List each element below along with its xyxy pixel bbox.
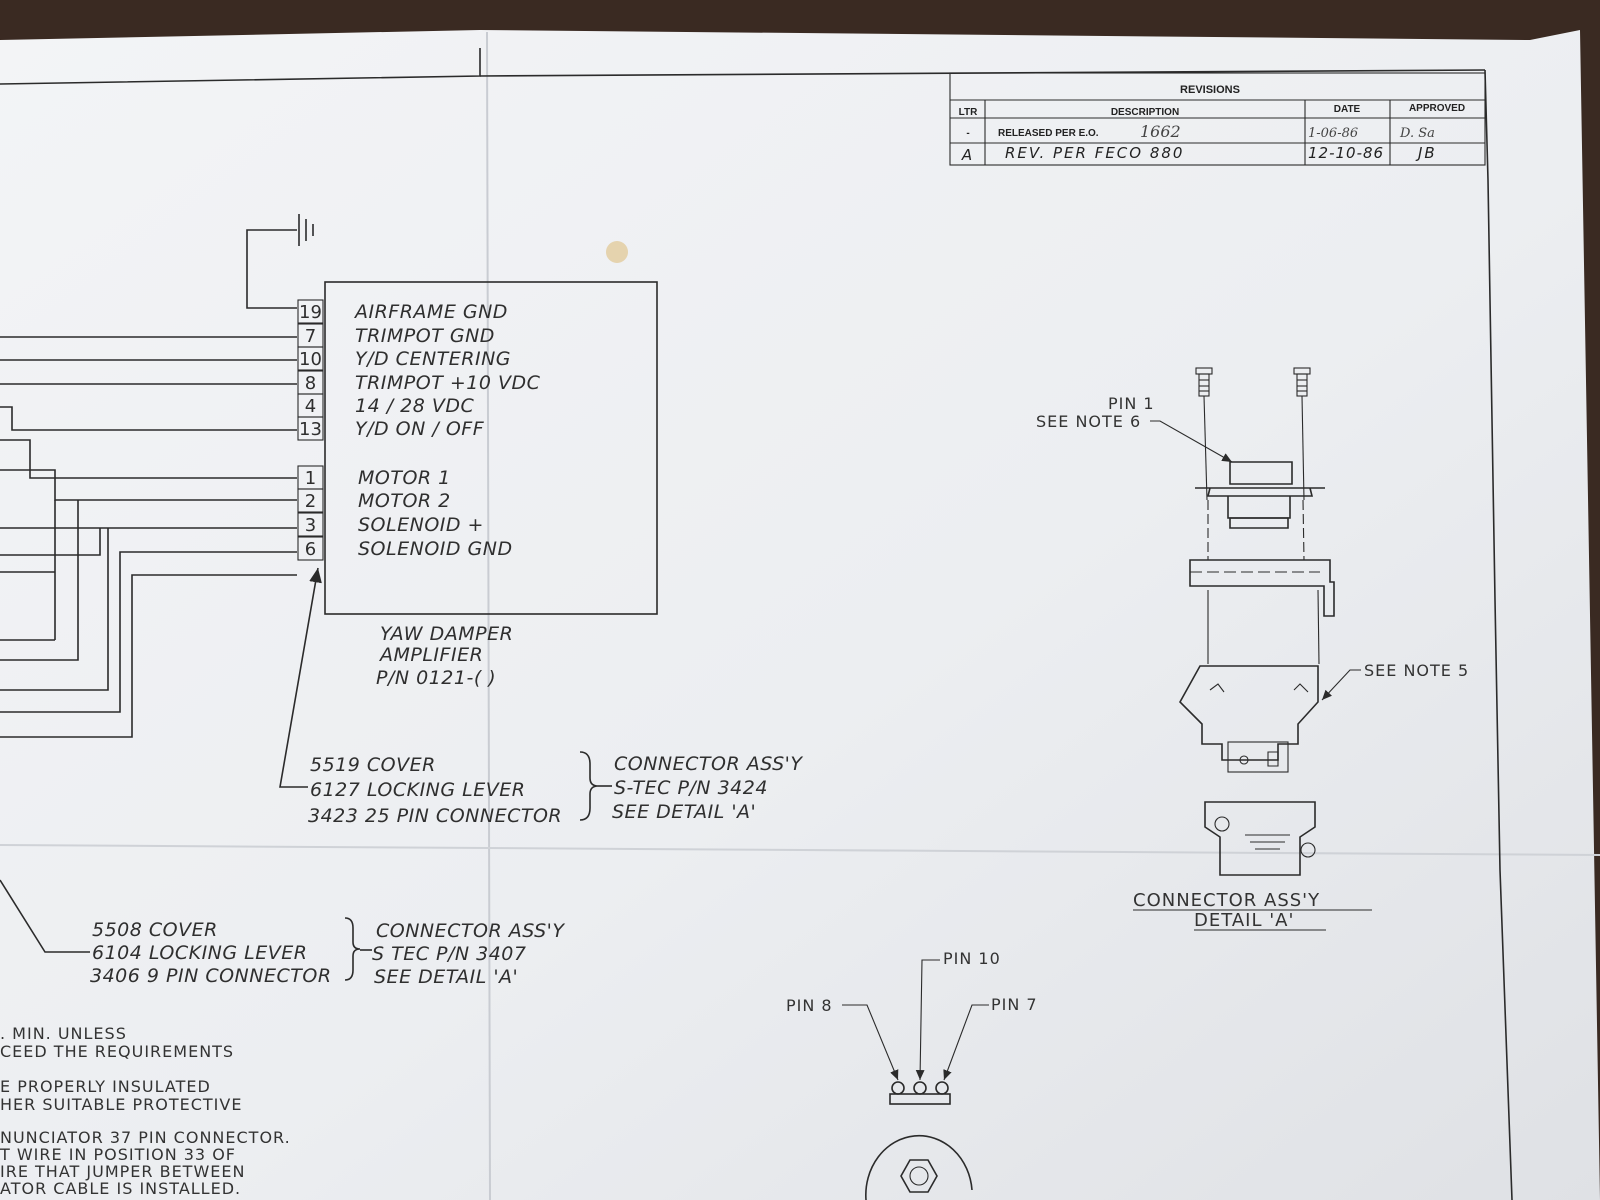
- rev-row-1-description: RELEASED PER E.O.: [998, 128, 1099, 139]
- trimpot-pin8-label: PIN 8: [786, 996, 833, 1015]
- connector-25-assy-2: S-TEC P/N 3424: [614, 777, 768, 799]
- trimpot-pin10-label: PIN 10: [943, 949, 1001, 968]
- note-line-6: T WIRE IN POSITION 33 OF: [0, 1145, 236, 1164]
- note-line-2: CEED THE REQUIREMENTS: [0, 1042, 234, 1061]
- note-line-4: HER SUITABLE PROTECTIVE: [0, 1095, 242, 1114]
- pin-label-7: TRIMPOT GND: [355, 325, 495, 347]
- connector-25-part-1: 5519 COVER: [310, 754, 436, 776]
- pin-cell-3: [297, 512, 324, 537]
- revisions-title: REVISIONS: [1180, 84, 1240, 96]
- pin-label-6: SOLENOID GND: [358, 538, 513, 560]
- col-description: DESCRIPTION: [1111, 107, 1179, 118]
- connector-9-part-2: 6104 LOCKING LEVER: [92, 942, 307, 964]
- connector-9-assy-1: CONNECTOR ASS'Y: [376, 920, 565, 942]
- paper: [0, 30, 1600, 1200]
- pin-number-6: 6: [305, 539, 316, 560]
- border-right: [1484, 69, 1513, 1200]
- amplifier-name: YAW DAMPER AMPLIFIER P/N 0121-( ): [376, 623, 513, 689]
- rev-row-2-date: 12-10-86: [1308, 144, 1384, 162]
- pin-number-8: 8: [305, 373, 316, 394]
- pin-cell-13: [297, 416, 324, 441]
- rev-row-1-ltr: -: [966, 128, 969, 139]
- detail-note6-label: SEE NOTE 6: [1036, 412, 1141, 431]
- pin-cell-6: [297, 536, 324, 561]
- note-line-8: ATOR CABLE IS INSTALLED.: [0, 1179, 241, 1198]
- connector-25-assy-1: CONNECTOR ASS'Y: [614, 753, 803, 775]
- detail-title-line-2: DETAIL 'A': [1194, 910, 1294, 931]
- pin-number-2: 2: [305, 491, 316, 512]
- pin-cell-2: [297, 488, 324, 513]
- fold-horizontal: [0, 844, 1600, 856]
- pin-label-13: Y/D ON / OFF: [355, 418, 485, 440]
- connector-25-assy-3: SEE DETAIL 'A': [612, 801, 756, 823]
- note-line-3: E PROPERLY INSULATED: [0, 1077, 211, 1096]
- pin-label-1: MOTOR 1: [358, 467, 451, 489]
- screw-left: [1195, 367, 1213, 501]
- detail-note5-label: SEE NOTE 5: [1364, 661, 1469, 680]
- rev-row-1-eo: 1662: [1140, 122, 1181, 141]
- pin-number-7: 7: [305, 326, 316, 347]
- pin-label-19: AIRFRAME GND: [353, 301, 508, 323]
- col-ltr: LTR: [959, 107, 978, 118]
- detail-title-line-1: CONNECTOR ASS'Y: [1133, 890, 1320, 911]
- trimpot-drawing: PIN 10 PIN 8 PIN 7: [786, 949, 1038, 1200]
- revisions-table: REVISIONS LTR DESCRIPTION DATE APPROVED …: [949, 72, 1486, 166]
- connector-25-callout: 5519 COVER 6127 LOCKING LEVER 3423 25 PI…: [279, 567, 803, 827]
- connector-9-assy-3: SEE DETAIL 'A': [374, 966, 518, 988]
- amplifier-name-line-3: P/N 0121-( ): [376, 667, 496, 689]
- pin-label-4: 14 / 28 VDC: [355, 395, 475, 417]
- screw-right: [1293, 367, 1311, 501]
- general-notes: . MIN. UNLESS CEED THE REQUIREMENTS E PR…: [0, 1024, 291, 1198]
- pin-number-1: 1: [305, 468, 316, 489]
- note-line-5: NUNCIATOR 37 PIN CONNECTOR.: [0, 1128, 291, 1147]
- pin-number-19: 19: [299, 302, 322, 323]
- pin-number-13: 13: [299, 419, 322, 440]
- fold-vertical: [486, 31, 491, 1200]
- rev-row-1-date: 1-06-86: [1308, 126, 1358, 141]
- trimpot-pin7-label: PIN 7: [991, 995, 1038, 1014]
- detail-pin1-label: PIN 1: [1108, 394, 1155, 413]
- harness-wires: [0, 336, 297, 738]
- connector-9-callout: 5508 COVER 6104 LOCKING LEVER 3406 9 PIN…: [0, 879, 565, 988]
- pin-cell-10: [297, 346, 324, 371]
- pin-number-3: 3: [305, 515, 316, 536]
- detail-a-drawing: PIN 1 SEE NOTE 6 SEE NOTE 5 CONNECTOR AS…: [1036, 367, 1469, 931]
- rev-row-1-approved: D. Sa: [1399, 126, 1435, 141]
- connector-25-part-2: 6127 LOCKING LEVER: [310, 779, 525, 801]
- connector-9-part-1: 5508 COVER: [92, 919, 218, 941]
- pin-label-8: TRIMPOT +10 VDC: [355, 372, 541, 394]
- rev-row-2-approved: JB: [1415, 144, 1437, 162]
- pin-number-10: 10: [299, 349, 322, 370]
- rev-row-2-description: REV. PER FECO 880: [1005, 144, 1184, 162]
- amplifier-name-line-2: AMPLIFIER: [378, 644, 483, 666]
- col-approved: APPROVED: [1409, 103, 1465, 114]
- stain-spot: [606, 241, 628, 263]
- pin-label-3: SOLENOID +: [358, 514, 484, 536]
- pin-label-2: MOTOR 2: [358, 490, 451, 512]
- yaw-damper-amplifier-box: [324, 281, 658, 615]
- connector-25-part-3: 3423 25 PIN CONNECTOR: [308, 805, 562, 827]
- rev-row-2-ltr: A: [961, 146, 974, 164]
- pin-number-4: 4: [305, 396, 316, 417]
- note-line-7: IRE THAT JUMPER BETWEEN: [0, 1162, 245, 1181]
- col-date: DATE: [1334, 104, 1361, 115]
- connector-9-assy-2: S TEC P/N 3407: [372, 943, 526, 965]
- pin-cell-19: [297, 299, 324, 324]
- note-line-1: . MIN. UNLESS: [0, 1024, 127, 1043]
- connector-9-part-3: 3406 9 PIN CONNECTOR: [90, 965, 332, 987]
- pin-label-10: Y/D CENTERING: [355, 348, 511, 370]
- ground-symbol: [246, 214, 314, 309]
- amplifier-name-line-1: YAW DAMPER: [380, 623, 513, 645]
